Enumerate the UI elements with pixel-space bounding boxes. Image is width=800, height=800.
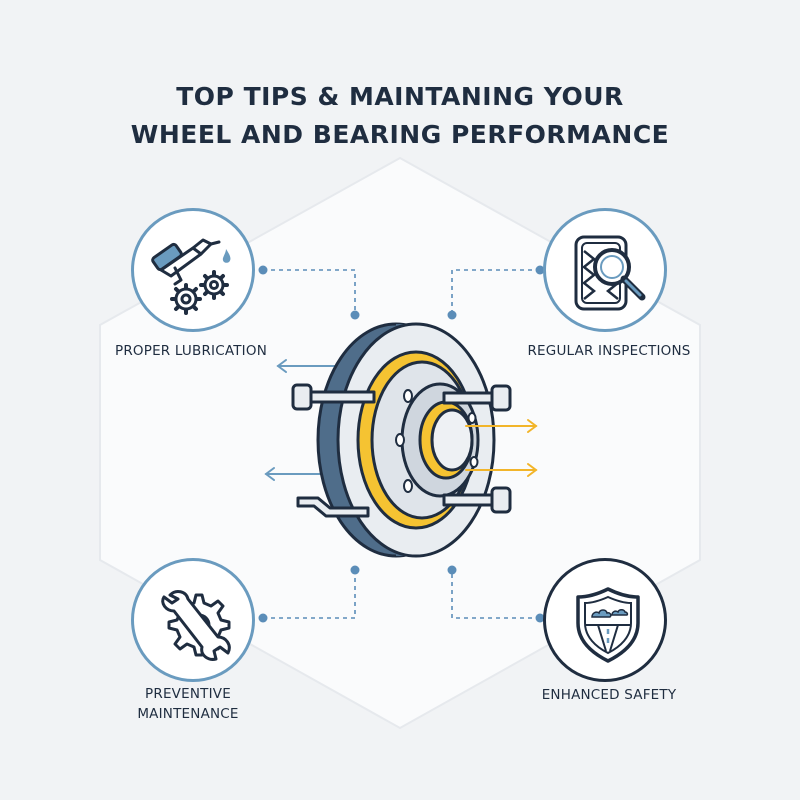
tire-magnifier-icon — [574, 235, 646, 311]
maintenance-label: PREVENTIVE MAINTENANCE — [90, 684, 286, 724]
safety-badge — [543, 558, 667, 682]
right-arrows — [465, 419, 538, 477]
lubrication-label: PROPER LUBRICATION — [114, 343, 267, 359]
connector-dot — [258, 265, 268, 275]
wrench-gear-icon — [161, 590, 231, 661]
inspections-label: REGULAR INSPECTIONS — [527, 343, 691, 359]
title-line-2: WHEEL AND BEARING PERFORMANCE — [130, 120, 670, 149]
connector-dot — [447, 310, 457, 320]
lubrication-badge — [131, 208, 255, 332]
maintenance-badge — [131, 558, 255, 682]
shield-road-icon — [576, 587, 640, 663]
maintenance-label-line-2: MAINTENANCE — [137, 706, 239, 722]
wheel-hub-illustration — [264, 322, 538, 558]
page-title: TOP TIPS & MAINTANING YOUR WHEEL AND BEA… — [0, 78, 800, 154]
maintenance-label-line-1: PREVENTIVE — [145, 686, 231, 702]
connector-dot — [350, 565, 360, 575]
connector-dot — [535, 613, 545, 623]
grease-gun-gears-icon — [151, 238, 231, 315]
safety-label: ENHANCED SAFETY — [541, 687, 677, 703]
inspections-badge — [543, 208, 667, 332]
title-line-1: TOP TIPS & MAINTANING YOUR — [176, 82, 624, 111]
connector-dot — [258, 613, 268, 623]
connector-dot — [535, 265, 545, 275]
connector-dot — [350, 310, 360, 320]
connector-dot — [447, 565, 457, 575]
